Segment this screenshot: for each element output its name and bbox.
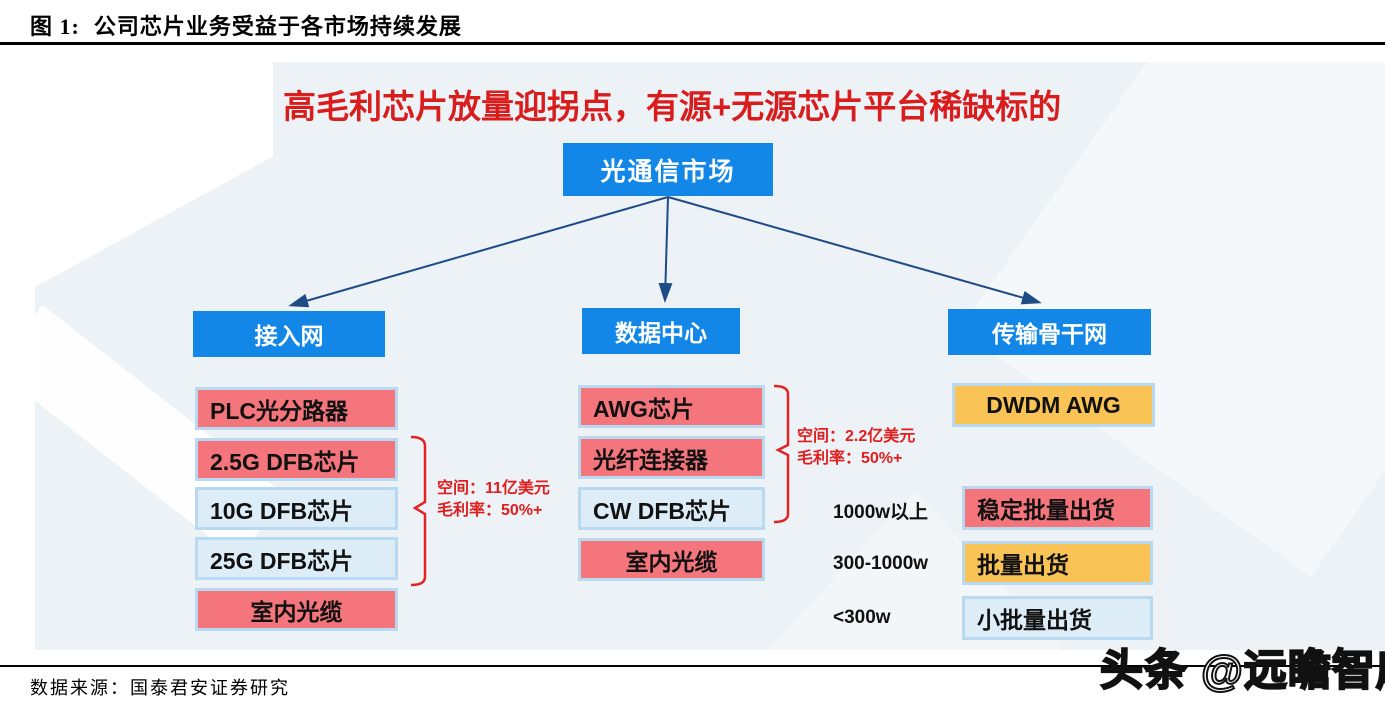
annotation-line: 空间：2.2亿美元	[797, 428, 916, 445]
figure-number: 图 1:	[30, 14, 80, 39]
tier-small-volume-shipping: 小批量出货	[962, 596, 1153, 640]
item-cw-dfb-chip: CW DFB芯片	[578, 487, 765, 530]
annotation-line: 毛利率：50%+	[797, 450, 903, 467]
diagram-headline: 高毛利芯片放量迎拐点，有源+无源芯片平台稀缺标的	[283, 88, 1062, 125]
figure-title-text: 公司芯片业务受益于各市场持续发展	[93, 14, 462, 39]
node-optical-communication-market: 光通信市场	[563, 143, 773, 196]
bottom-rule	[0, 665, 1385, 667]
tier-volume-shipping: 批量出货	[962, 541, 1153, 585]
tier-stable-volume-shipping: 稳定批量出货	[962, 486, 1153, 530]
category-access-network: 接入网	[193, 311, 385, 357]
tier-label-below-300w: <300w	[833, 607, 891, 628]
figure-title: 图 1: 公司芯片业务受益于各市场持续发展	[30, 9, 462, 41]
item-fiber-connector: 光纤连接器	[578, 436, 765, 479]
item-25g-dfb-chip: 25G DFB芯片	[195, 537, 398, 580]
item-awg-chip: AWG芯片	[578, 385, 765, 428]
item-2-5g-dfb-chip: 2.5G DFB芯片	[195, 438, 398, 481]
background-shape	[35, 62, 273, 287]
annotation-line: 毛利率：50%+	[437, 502, 543, 519]
item-indoor-cable-mid: 室内光缆	[578, 538, 765, 581]
item-indoor-cable-left: 室内光缆	[195, 588, 398, 631]
top-rule	[0, 42, 1385, 45]
tier-label-above-1000w: 1000w以上	[833, 502, 929, 523]
tier-label-300-1000w: 300-1000w	[833, 553, 929, 574]
item-plc-splitter: PLC光分路器	[195, 387, 398, 430]
annotation-datacenter-market: 空间：2.2亿美元 毛利率：50%+	[797, 426, 915, 470]
watermark: 头条 @远瞻智库	[1099, 646, 1385, 696]
annotation-access-market: 空间：11亿美元 毛利率：50%+	[437, 478, 550, 522]
category-transport-backbone: 传输骨干网	[948, 309, 1151, 355]
annotation-line: 空间：11亿美元	[437, 480, 550, 497]
item-10g-dfb-chip: 10G DFB芯片	[195, 487, 398, 530]
data-source: 数据来源：国泰君安证券研究	[30, 678, 290, 698]
item-dwdm-awg: DWDM AWG	[952, 383, 1155, 427]
category-data-center: 数据中心	[582, 308, 740, 354]
